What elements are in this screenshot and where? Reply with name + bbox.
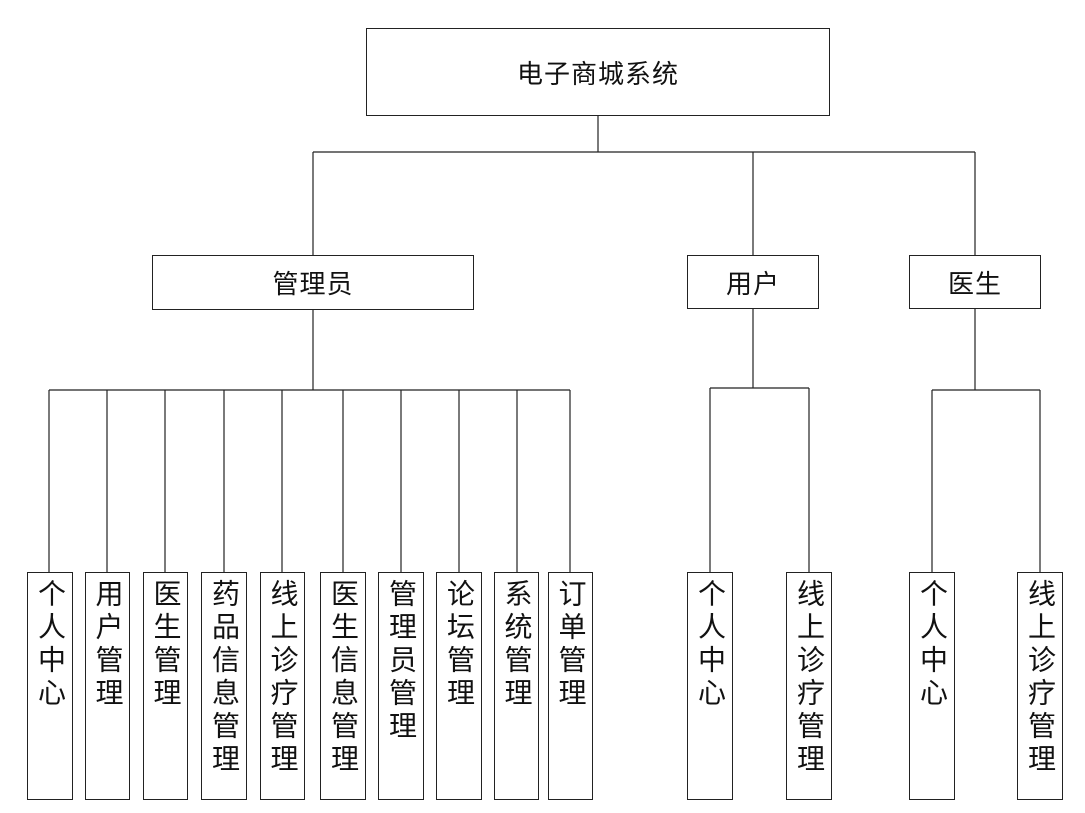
leaf-node: 个人中心 (687, 572, 733, 800)
leaf-label: 用户管理 (91, 579, 125, 711)
leaf-node: 线上诊疗管理 (1017, 572, 1063, 800)
leaf-label: 个人中心 (694, 579, 727, 711)
role-label: 医生 (947, 269, 1002, 300)
role-node-doctor: 医生 (909, 255, 1041, 309)
root-node: 电子商城系统 (366, 28, 830, 116)
root-node-label: 电子商城系统 (516, 59, 679, 90)
leaf-node: 订单管理 (548, 572, 593, 800)
leaf-node: 药品信息管理 (201, 572, 247, 800)
leaf-label: 线上诊疗管理 (1024, 579, 1057, 777)
leaf-label: 医生管理 (149, 579, 183, 711)
leaf-label: 订单管理 (554, 579, 588, 711)
role-node-user: 用户 (687, 255, 819, 309)
leaf-node: 用户管理 (85, 572, 130, 800)
leaf-node: 论坛管理 (436, 572, 482, 800)
leaf-label: 论坛管理 (443, 579, 476, 711)
leaf-node: 线上诊疗管理 (260, 572, 305, 800)
leaf-label: 医生信息管理 (327, 579, 360, 777)
leaf-node: 医生管理 (143, 572, 188, 800)
role-label: 管理员 (272, 270, 354, 300)
leaf-node: 医生信息管理 (320, 572, 366, 800)
leaf-label: 系统管理 (500, 579, 534, 711)
leaf-label: 管理员管理 (385, 579, 418, 744)
leaf-label: 药品信息管理 (208, 579, 241, 777)
leaf-label: 线上诊疗管理 (266, 579, 300, 777)
role-label: 用户 (725, 269, 780, 300)
leaf-label: 线上诊疗管理 (793, 579, 826, 777)
leaf-node: 个人中心 (27, 572, 73, 800)
leaf-node: 线上诊疗管理 (786, 572, 832, 800)
leaf-label: 个人中心 (34, 579, 67, 711)
leaf-node: 系统管理 (494, 572, 539, 800)
leaf-label: 个人中心 (916, 579, 949, 711)
role-node-admin: 管理员 (152, 255, 474, 310)
leaf-node: 个人中心 (909, 572, 955, 800)
leaf-node: 管理员管理 (378, 572, 424, 800)
